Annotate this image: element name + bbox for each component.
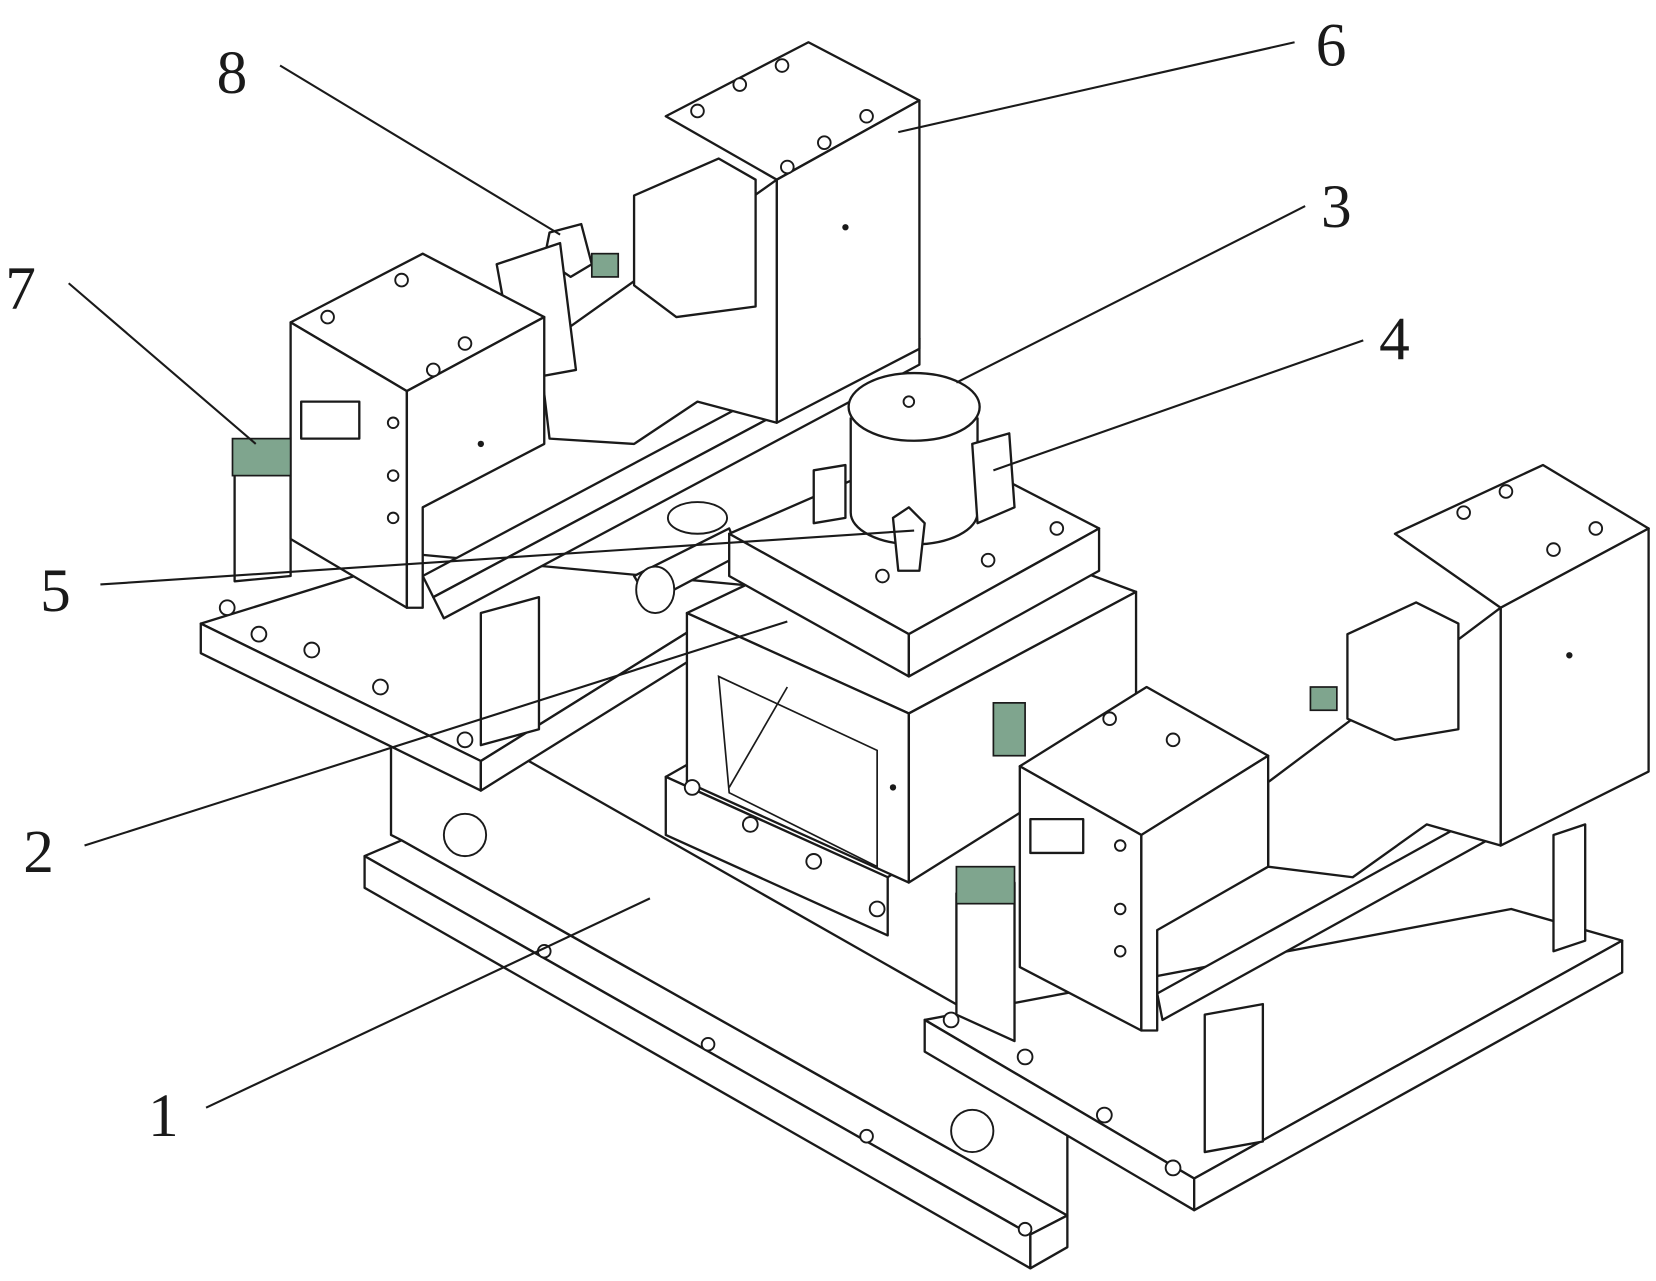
label-5: 5 xyxy=(40,557,71,625)
label-6: 6 xyxy=(1316,12,1347,80)
label-1: 1 xyxy=(148,1082,179,1150)
right-support-leg xyxy=(1553,824,1585,951)
right-back-housing xyxy=(1268,465,1648,877)
left-support-leg xyxy=(481,597,539,745)
label-8: 8 xyxy=(217,39,248,107)
leader-8 xyxy=(280,66,560,235)
leader-6 xyxy=(898,42,1294,132)
leader-4 xyxy=(993,340,1363,470)
right-support-leg xyxy=(956,883,1014,1042)
right-support-leg xyxy=(1205,1004,1263,1152)
label-7: 7 xyxy=(5,255,36,323)
leader-3 xyxy=(956,206,1305,383)
left-sensor-7 xyxy=(232,439,290,476)
label-3: 3 xyxy=(1321,173,1352,241)
label-4: 4 xyxy=(1379,305,1410,373)
leader-7 xyxy=(69,283,256,444)
label-2: 2 xyxy=(23,818,54,886)
